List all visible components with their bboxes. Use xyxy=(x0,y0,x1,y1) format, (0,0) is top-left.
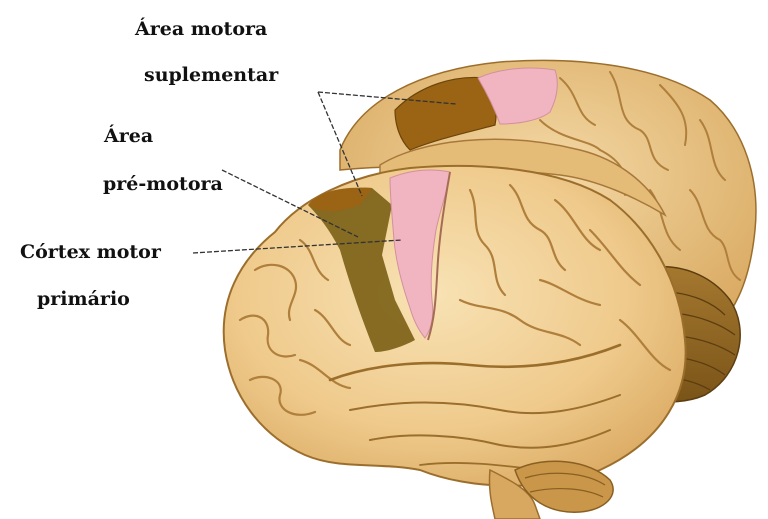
label-primary-motor-cortex-line2: primário xyxy=(37,290,130,309)
label-supplementary-motor-area-line1: Área motora xyxy=(135,20,267,39)
label-premotor-area-line2: pré-motora xyxy=(103,175,223,194)
label-primary-motor-cortex-line1: Córtex motor xyxy=(20,243,161,262)
label-premotor-area-line1: Área xyxy=(104,127,153,146)
label-supplementary-motor-area-line2: suplementar xyxy=(144,66,278,85)
